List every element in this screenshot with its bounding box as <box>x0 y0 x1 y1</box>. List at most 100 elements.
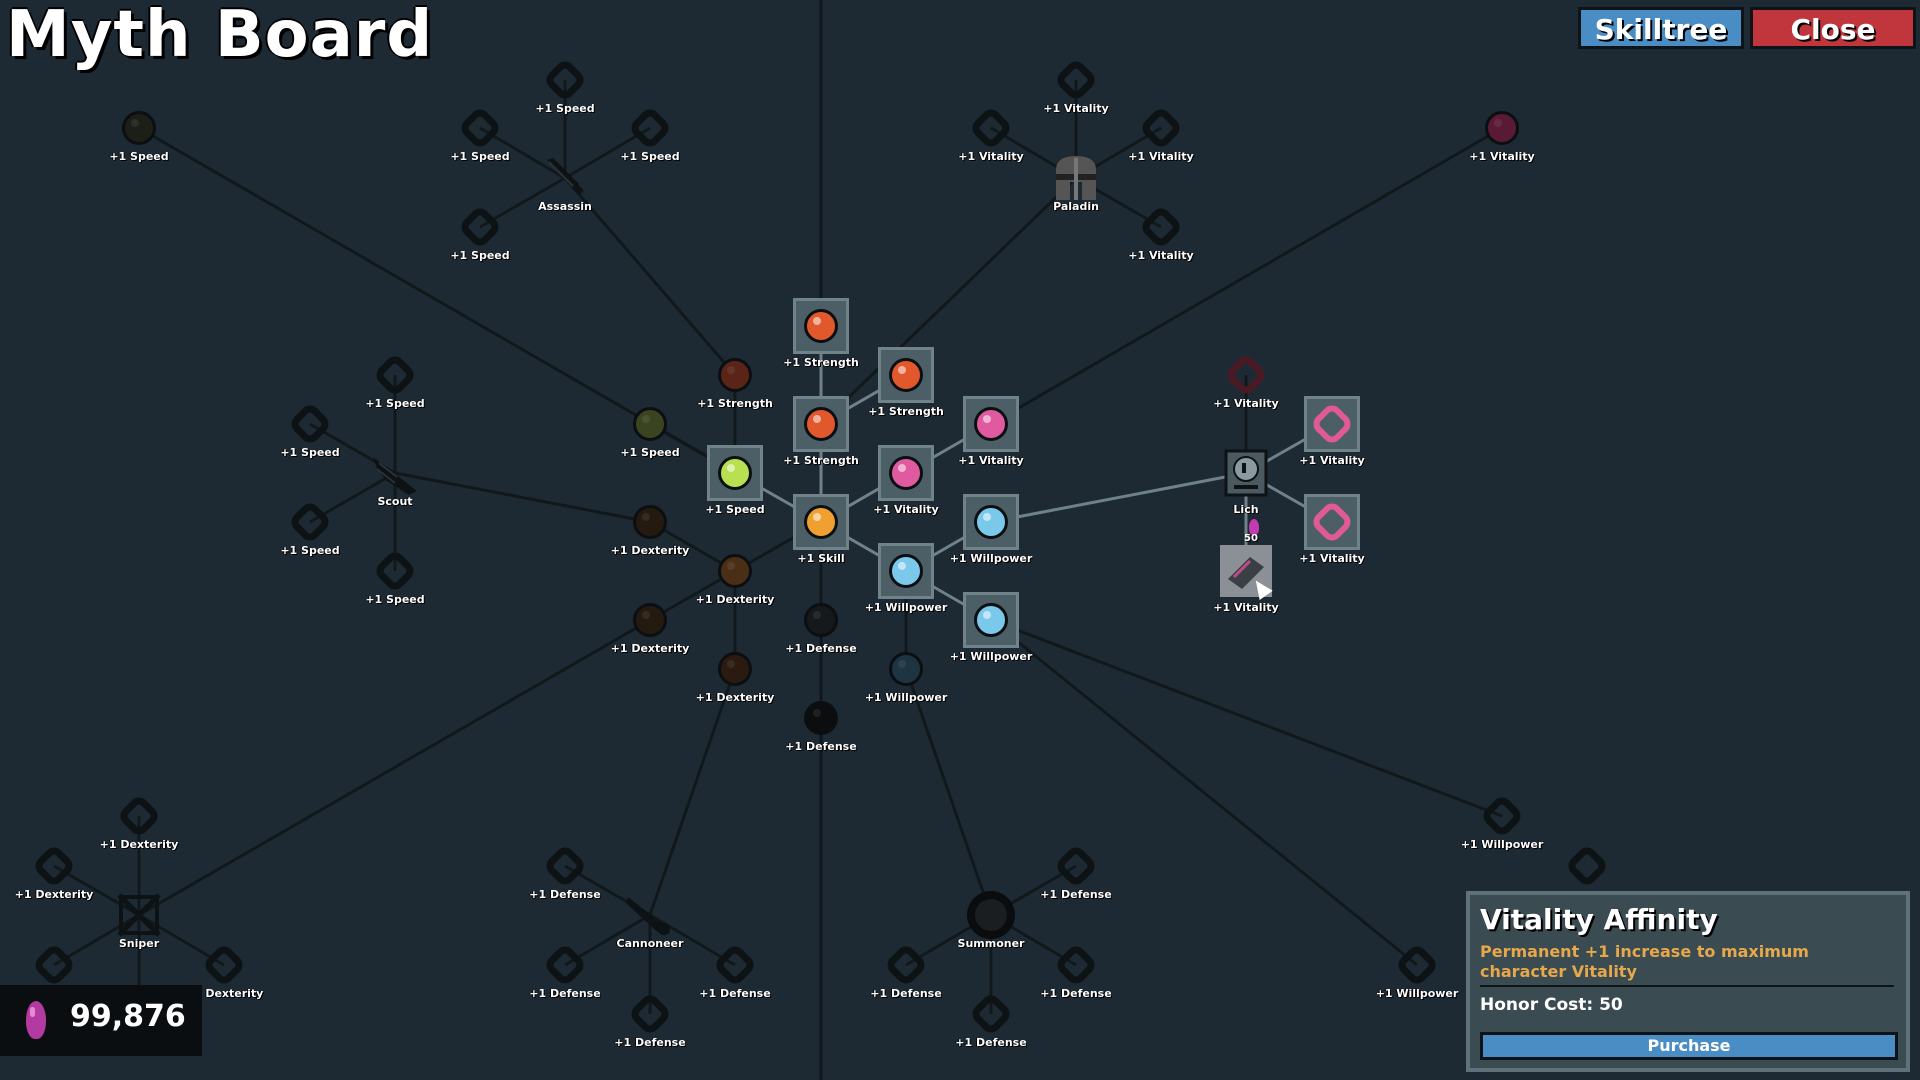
node-label: +1 Defense <box>699 987 771 1000</box>
node-label: +1 Vitality <box>1299 552 1365 565</box>
stat-orb-icon <box>804 701 838 735</box>
node-label: +1 Speed <box>365 593 425 606</box>
stat-orb-icon <box>889 652 923 686</box>
node-label: +1 Vitality <box>1469 150 1535 163</box>
node-label: +1 Strength <box>868 405 944 418</box>
connection-line <box>564 913 651 967</box>
tooltip-divider <box>1480 985 1894 987</box>
node-label: +1 Strength <box>697 397 773 410</box>
stat-orb-icon <box>718 456 752 490</box>
node-label: +1 Speed <box>450 150 510 163</box>
node-label: +1 Vitality <box>958 454 1024 467</box>
node-label: +1 Defense <box>614 1036 686 1049</box>
connection-line <box>479 126 566 180</box>
node-label: +1 Defense <box>529 987 601 1000</box>
node-label: +1 Willpower <box>949 552 1033 565</box>
stat-orb-icon <box>633 603 667 637</box>
node-label: +1 Willpower <box>1375 987 1459 1000</box>
tooltip-cost: Honor Cost: 50 <box>1480 995 1623 1015</box>
honor-drop-icon <box>1249 519 1259 535</box>
node-label: +1 Defense <box>1040 987 1112 1000</box>
node-label: +1 Strength <box>783 454 859 467</box>
stat-orb-icon <box>804 407 838 441</box>
node-frame <box>1304 494 1360 550</box>
cannon-icon <box>624 889 676 941</box>
skull-icon <box>1220 447 1272 499</box>
node-label: +1 Willpower <box>864 691 948 704</box>
node-frame <box>963 592 1019 648</box>
page-title: Myth Board <box>6 0 434 72</box>
node-label: +1 Defense <box>785 740 857 753</box>
node-label: +1 Speed <box>535 102 595 115</box>
node-label: +1 Defense <box>955 1036 1027 1049</box>
stat-orb-icon <box>889 554 923 588</box>
node-label: +1 Strength <box>783 356 859 369</box>
connection-line <box>904 668 993 916</box>
stat-orb-icon <box>974 603 1008 637</box>
stat-orb-icon <box>889 456 923 490</box>
connection-line <box>990 471 1247 524</box>
connection-line <box>394 471 651 524</box>
stat-orb-icon <box>1485 111 1519 145</box>
connection-line <box>648 668 737 916</box>
honor-currency-panel: 99,876 <box>0 985 202 1056</box>
node-label: +1 Vitality <box>1043 102 1109 115</box>
connection-line <box>138 913 225 967</box>
tooltip-description: Permanent +1 increase to maximum charact… <box>1480 942 1809 981</box>
node-label: +1 Vitality <box>873 503 939 516</box>
node-label: +1 Defense <box>870 987 942 1000</box>
node-label: Sniper <box>118 937 160 950</box>
node-label: +1 Skill <box>797 552 845 565</box>
node-label: +1 Vitality <box>1128 249 1194 262</box>
node-label: +1 Dexterity <box>184 987 264 1000</box>
node-frame <box>878 347 934 403</box>
node-label: +1 Speed <box>450 249 510 262</box>
node-label: +1 Defense <box>1040 888 1112 901</box>
stat-orb-icon <box>804 603 838 637</box>
stat-orb-icon <box>633 407 667 441</box>
connection-line <box>53 913 140 967</box>
stat-orb-icon <box>122 111 156 145</box>
wing-icon <box>369 447 421 499</box>
node-frame <box>1304 396 1360 452</box>
node-label: +1 Defense <box>785 642 857 655</box>
stat-orb-icon <box>804 505 838 539</box>
connection-line <box>479 176 566 229</box>
node-label: +1 Dexterity <box>695 691 775 704</box>
connection-line <box>563 177 737 376</box>
connection-line <box>138 618 651 917</box>
node-label: +1 Vitality <box>958 150 1024 163</box>
stat-orb-icon <box>718 358 752 392</box>
skilltree-button[interactable]: Skilltree <box>1578 7 1744 49</box>
connection-line <box>53 864 140 917</box>
connection-line <box>819 176 1078 426</box>
node-label: +1 Dexterity <box>610 544 690 557</box>
node-tooltip: Vitality Affinity Permanent +1 increase … <box>1466 891 1910 1072</box>
bow-icon <box>113 889 165 941</box>
honor-gem-icon <box>26 1001 46 1039</box>
node-label: Lich <box>1233 503 1259 516</box>
connection-line <box>990 618 1418 967</box>
connection-line <box>309 471 396 524</box>
scroll-icon <box>1220 545 1272 597</box>
node-label: +1 Vitality <box>1213 397 1279 410</box>
node-label: +1 Dexterity <box>99 838 179 851</box>
node-label: +1 Defense <box>529 888 601 901</box>
node-label: Cannoneer <box>616 937 684 950</box>
honor-currency-value: 99,876 <box>70 999 186 1034</box>
close-button[interactable]: Close <box>1750 7 1916 49</box>
node-label: +1 Vitality <box>1213 601 1279 614</box>
node-label: +1 Willpower <box>864 601 948 614</box>
node-label: +1 Willpower <box>949 650 1033 663</box>
node-label: +1 Speed <box>365 397 425 410</box>
node-label: +1 Dexterity <box>695 593 775 606</box>
orb-icon <box>965 889 1017 941</box>
node-label: Scout <box>377 495 413 508</box>
stat-orb-icon <box>718 652 752 686</box>
connection-line <box>564 126 651 180</box>
node-label: Summoner <box>957 937 1025 950</box>
purchase-button[interactable]: Purchase <box>1480 1032 1898 1060</box>
node-cost-badge: 50 <box>1244 515 1266 545</box>
node-label: Assassin <box>538 200 592 213</box>
